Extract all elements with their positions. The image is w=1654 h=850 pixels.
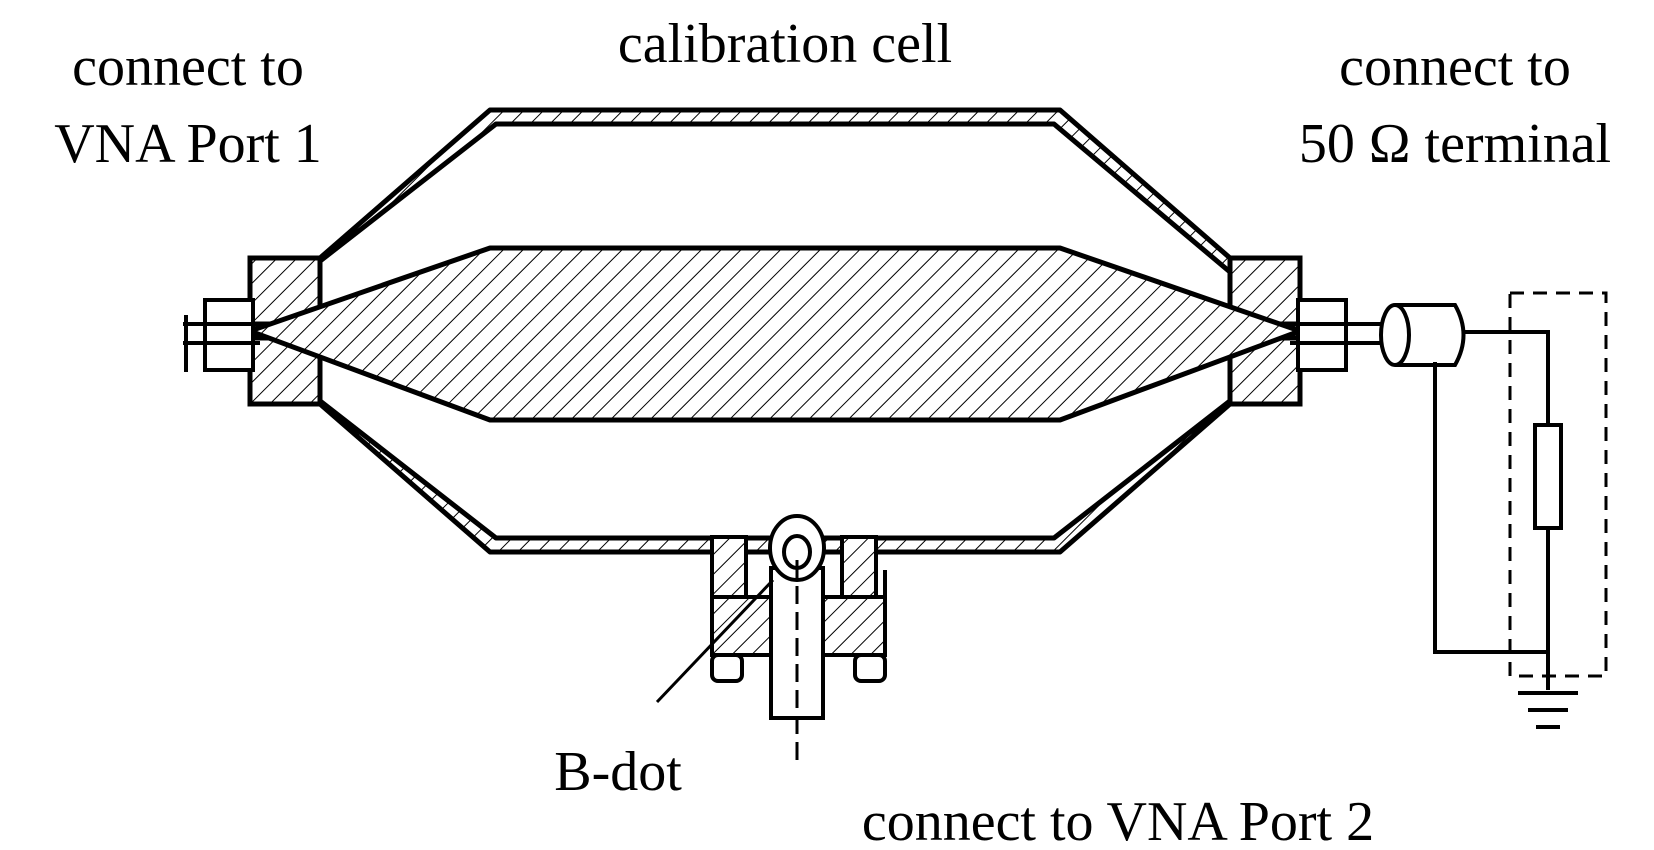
label-connect-port1-line2: VNA Port 1 [54,113,322,175]
right-connector [1296,298,1348,372]
left-connector [203,298,255,372]
label-connect-port2: connect to VNA Port 2 [862,791,1374,850]
terminal-resistor [1533,423,1563,530]
terminal-enclosure [1508,291,1608,678]
terminal-wire-return [1433,362,1550,654]
label-connect-terminal-line1: connect to [1339,36,1571,98]
b-dot-probe [768,514,826,760]
label-connect-terminal-line2: 50 Ω terminal [1299,113,1611,175]
label-b-dot: B-dot [554,741,682,803]
terminal-wire-signal [1463,330,1550,425]
label-connect-port1-line1: connect to [72,36,304,98]
inner-conductor [247,245,1303,423]
b-dot-leader-line [655,578,775,704]
coax-cable-end [1379,303,1411,367]
coax-cable [1395,303,1466,367]
label-calibration-cell: calibration cell [618,13,952,75]
ground-icon [1518,691,1578,729]
